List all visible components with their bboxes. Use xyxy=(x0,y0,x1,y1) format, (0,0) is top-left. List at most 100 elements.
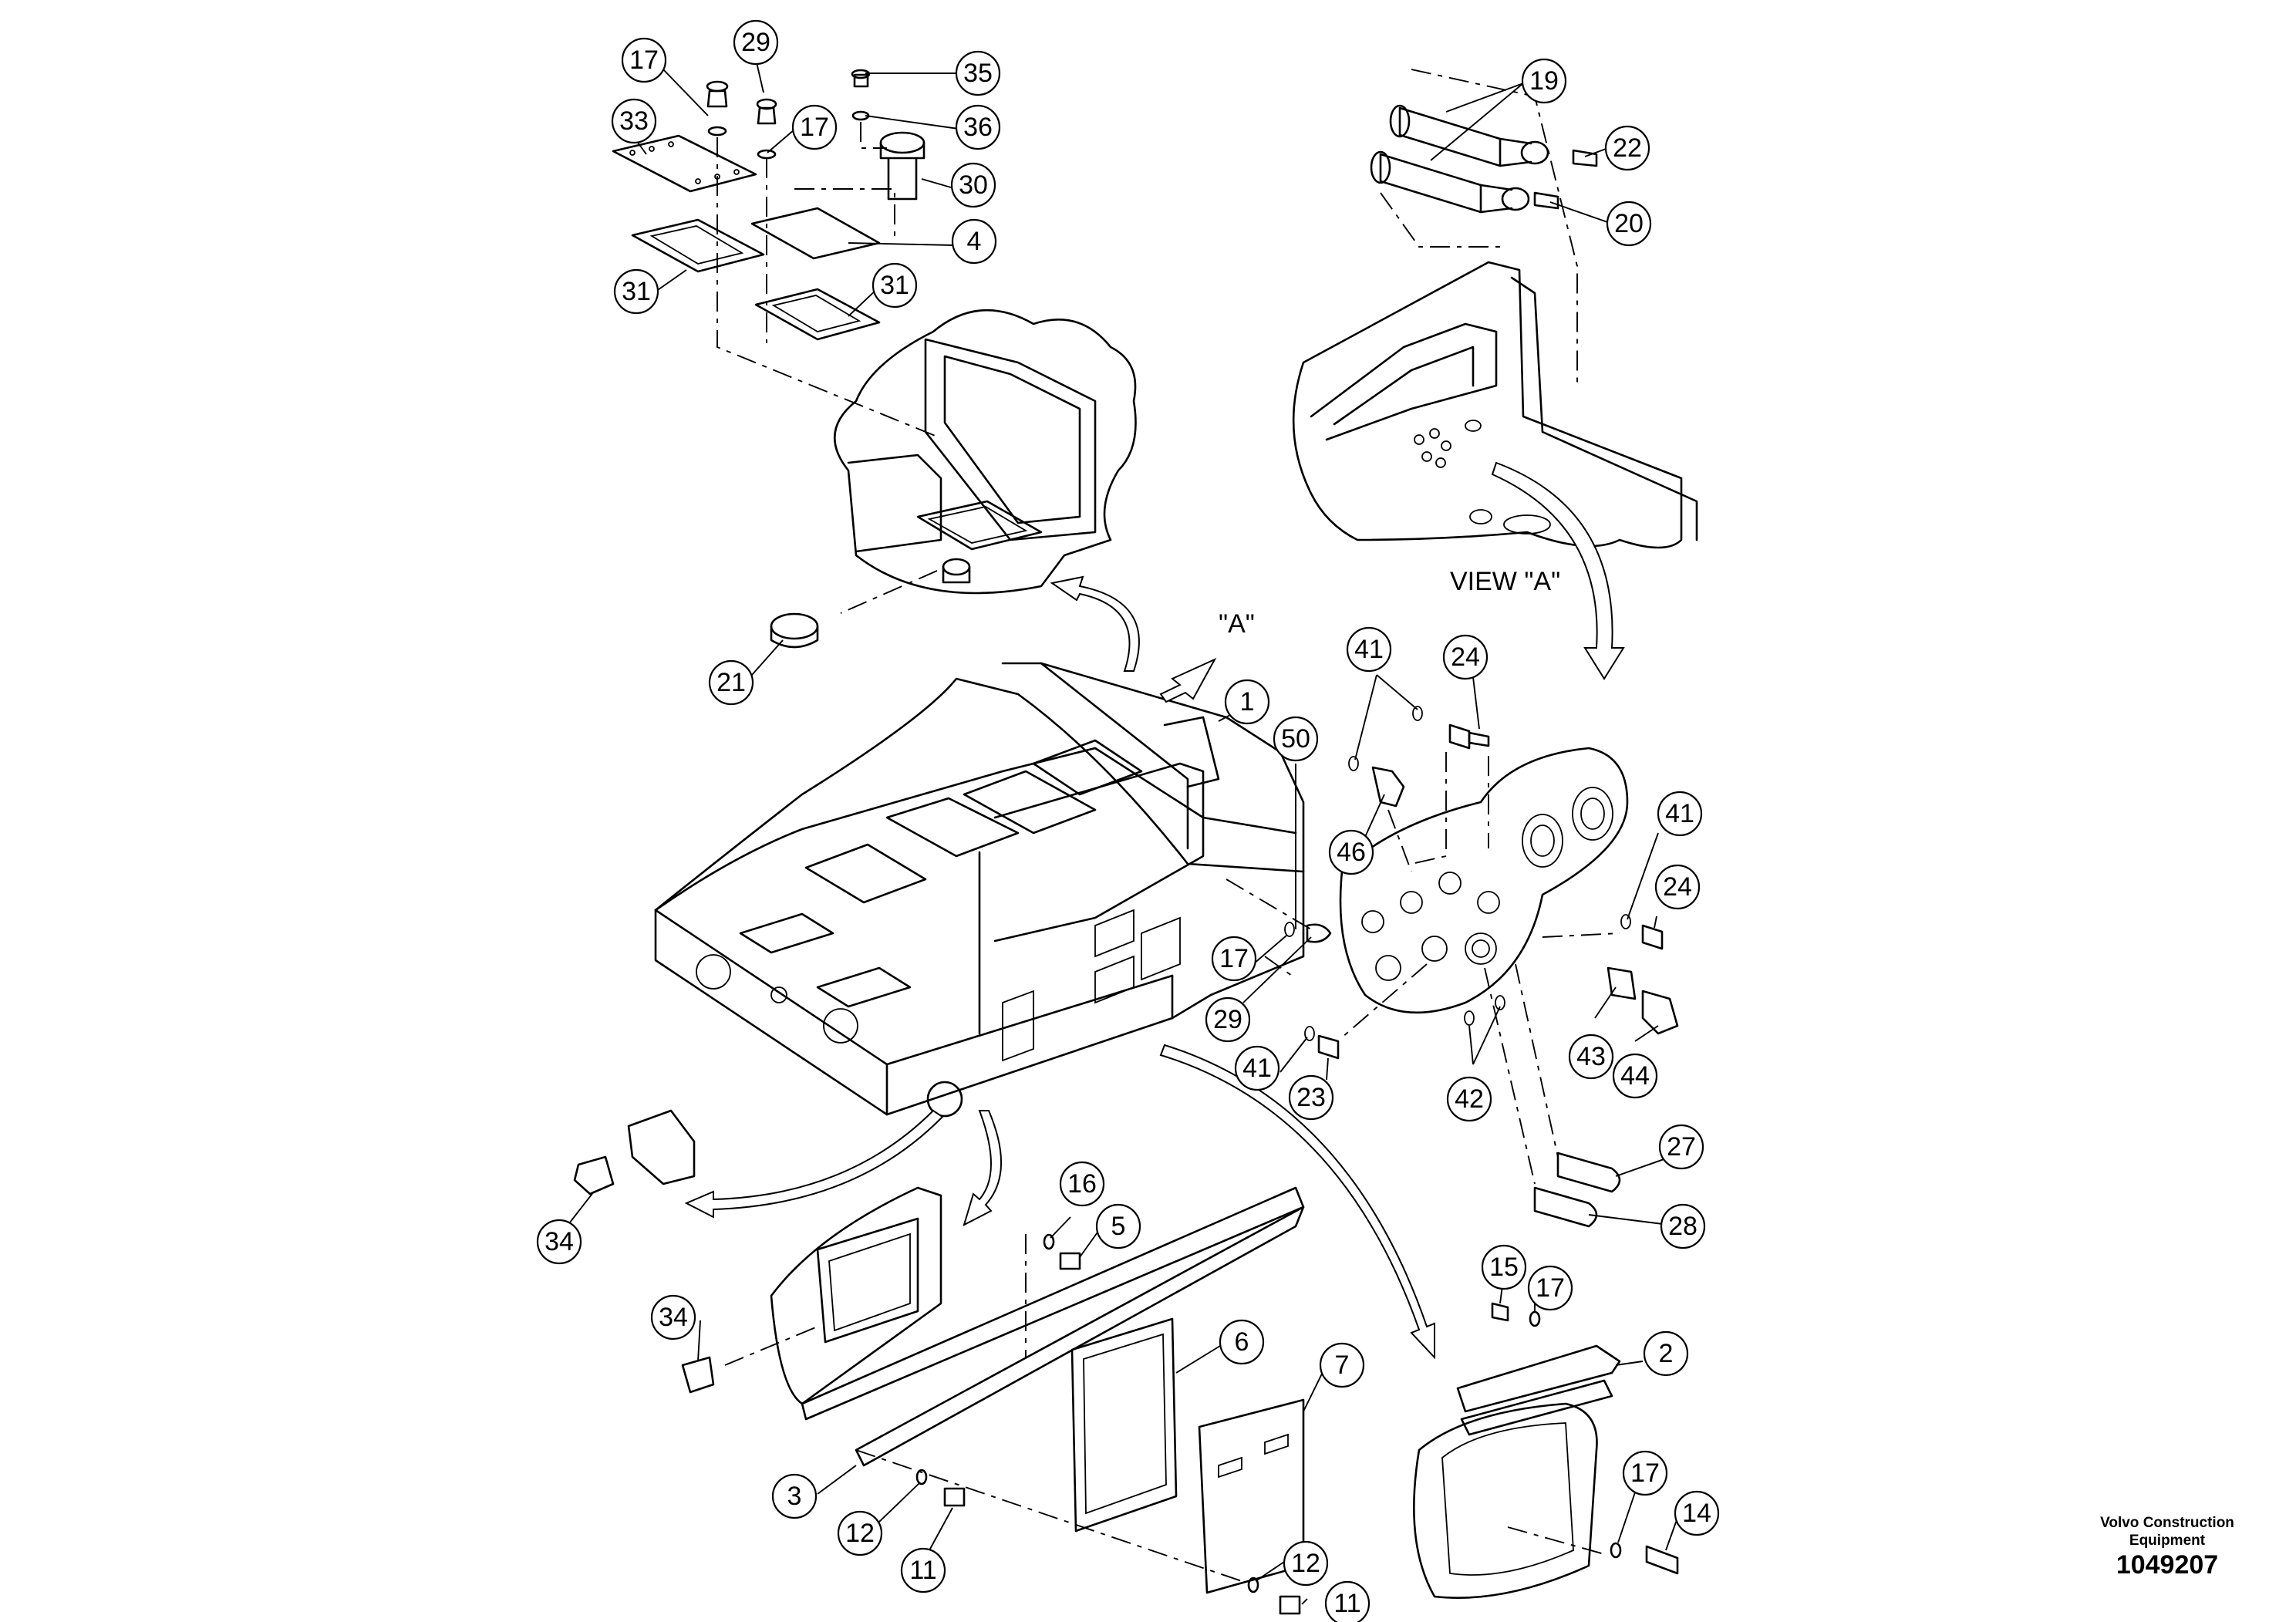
callout-circle xyxy=(1205,996,1251,1043)
callout-circle xyxy=(733,19,779,66)
callout-number: 17 xyxy=(629,46,659,75)
callout-circle xyxy=(1657,791,1703,837)
callout-46: 46 xyxy=(1328,829,1374,875)
callout-number: 34 xyxy=(544,1227,574,1256)
callout-2: 2 xyxy=(1643,1330,1689,1377)
callout-circle xyxy=(1319,1342,1365,1388)
callout-circle xyxy=(1442,634,1489,680)
callout-circle xyxy=(950,162,996,208)
callout-circle xyxy=(1643,1330,1689,1377)
callout-17: 17 xyxy=(791,104,838,150)
callout-number: 46 xyxy=(1337,838,1366,867)
callout-27: 27 xyxy=(1658,1124,1704,1170)
callout-circle xyxy=(955,50,1001,96)
callout-number: 20 xyxy=(1614,209,1644,238)
callout-number: 3 xyxy=(787,1482,802,1511)
callout-20: 20 xyxy=(1606,201,1652,247)
fittings-group xyxy=(1226,706,1679,1228)
view-a-detail xyxy=(1292,69,1698,680)
callout-circle xyxy=(1658,1124,1704,1170)
callout-11: 11 xyxy=(900,1547,946,1593)
callout-3: 3 xyxy=(771,1473,818,1519)
callout-number: 1 xyxy=(1240,687,1255,717)
callout-number: 28 xyxy=(1668,1212,1698,1241)
callout-number: 7 xyxy=(1335,1351,1350,1380)
callout-number: 36 xyxy=(963,113,993,142)
callout-42: 42 xyxy=(1446,1076,1492,1122)
callout-number: 21 xyxy=(716,668,746,697)
callout-31: 31 xyxy=(613,268,659,315)
callout-number: 17 xyxy=(800,113,829,142)
callout-circle xyxy=(1324,1580,1371,1622)
callout-number: 30 xyxy=(959,170,988,200)
callout-36: 36 xyxy=(955,104,1001,150)
callout-circle xyxy=(1059,1161,1105,1207)
callout-43: 43 xyxy=(1568,1034,1614,1080)
callout-17: 17 xyxy=(621,37,667,83)
callout-number: 11 xyxy=(909,1556,936,1585)
callout-circle xyxy=(771,1473,818,1519)
callout-circle xyxy=(1660,1203,1706,1249)
callout-circle xyxy=(708,659,754,706)
view-a-arrow-label: "A" xyxy=(1219,609,1255,639)
callout-22: 22 xyxy=(1604,125,1650,171)
callout-number: 29 xyxy=(741,28,770,57)
callout-circle xyxy=(650,1294,696,1340)
callout-number: 31 xyxy=(622,277,651,306)
callout-number: 4 xyxy=(967,227,982,256)
callout-number: 42 xyxy=(1455,1084,1484,1114)
callout-circle xyxy=(955,104,1001,150)
callout-12: 12 xyxy=(1283,1540,1329,1587)
callout-number: 2 xyxy=(1659,1339,1674,1368)
callout-5: 5 xyxy=(1095,1203,1141,1249)
callout-number: 33 xyxy=(619,106,649,136)
callout-circle xyxy=(1288,1074,1334,1121)
callout-number: 14 xyxy=(1682,1499,1711,1528)
callout-number: 17 xyxy=(1630,1458,1660,1488)
side-panels xyxy=(573,1109,1305,1615)
callout-number: 19 xyxy=(1529,66,1559,96)
document-number: 1049207 xyxy=(2116,1550,2219,1580)
callout-circle xyxy=(1224,679,1270,725)
callout-29: 29 xyxy=(733,19,779,66)
callout-23: 23 xyxy=(1288,1074,1334,1121)
callout-circle xyxy=(1481,1244,1527,1290)
callout-circle xyxy=(1527,1265,1573,1311)
callout-11: 11 xyxy=(1324,1580,1371,1622)
callout-30: 30 xyxy=(950,162,996,208)
callout-29: 29 xyxy=(1205,996,1251,1043)
callout-24: 24 xyxy=(1654,864,1701,910)
callout-number: 12 xyxy=(1291,1549,1320,1578)
callout-number: 6 xyxy=(1235,1327,1249,1357)
callout-number: 23 xyxy=(1296,1083,1326,1112)
callout-41: 41 xyxy=(1657,791,1703,837)
callout-circle xyxy=(837,1510,883,1556)
callout-21: 21 xyxy=(708,659,754,706)
callout-35: 35 xyxy=(955,50,1001,96)
callout-4: 4 xyxy=(951,218,997,265)
callout-circle xyxy=(791,104,838,150)
callout-number: 41 xyxy=(1354,635,1384,664)
callout-number: 17 xyxy=(1219,944,1249,973)
callout-24: 24 xyxy=(1442,634,1489,680)
callout-15: 15 xyxy=(1481,1244,1527,1290)
callout-number: 24 xyxy=(1663,872,1692,902)
callout-number: 43 xyxy=(1576,1042,1606,1071)
view-a-label: VIEW "A" xyxy=(1450,567,1560,596)
callout-number: 35 xyxy=(963,59,993,88)
callout-circle xyxy=(1612,1053,1658,1099)
callout-number: 12 xyxy=(845,1519,875,1548)
callout-circle xyxy=(1622,1450,1668,1496)
callout-circle xyxy=(1219,1319,1265,1365)
callout-number: 16 xyxy=(1067,1169,1097,1199)
callout-circle xyxy=(1234,1045,1280,1091)
callout-6: 6 xyxy=(1219,1319,1265,1365)
callout-circle xyxy=(872,262,918,309)
callout-41: 41 xyxy=(1234,1045,1280,1091)
callout-14: 14 xyxy=(1674,1490,1720,1536)
callout-number: 24 xyxy=(1451,642,1480,672)
callout-number: 11 xyxy=(1333,1589,1360,1618)
callout-circle xyxy=(1273,716,1319,762)
callout-circle xyxy=(613,268,659,315)
callout-50: 50 xyxy=(1273,716,1319,762)
